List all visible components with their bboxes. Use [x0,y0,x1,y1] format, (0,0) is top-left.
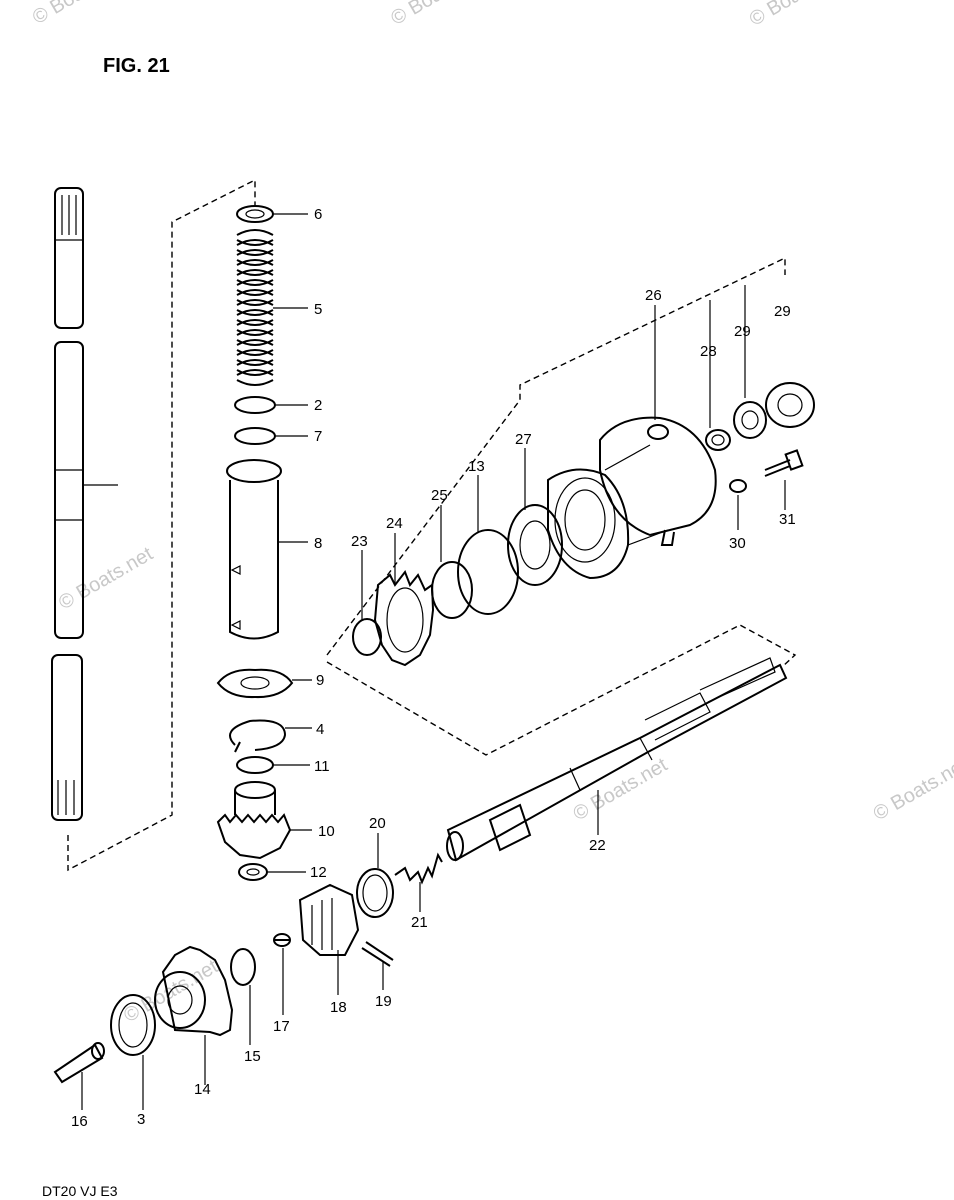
callout-8: 8 [314,535,322,552]
pin-17 [273,933,291,947]
assembly-bracket-upper [326,256,786,656]
callout-12: 12 [310,864,327,881]
watermark-text: © Boats.net [870,754,954,826]
bearing-housing-26 [547,416,717,580]
bolt-31 [764,449,804,477]
stack-leaders [267,213,312,873]
washer-6 [236,205,274,223]
callout-17: 17 [273,1018,290,1035]
callout-25: 25 [431,487,448,504]
callout-13: 13 [468,458,485,475]
figure-title: FIG. 21 [103,55,170,77]
spring-5 [236,229,274,386]
callout-15: 15 [244,1048,261,1065]
callout-23: 23 [351,533,368,550]
group-bracket [67,178,256,872]
callout-19: 19 [375,993,392,1010]
callout-30: 30 [729,535,746,552]
callout-20: 20 [369,815,386,832]
drive-shaft [51,187,84,821]
callout-21: 21 [411,914,428,931]
model-code: DT20 VJ E3 [42,1183,118,1199]
ring-20 [356,868,394,918]
callout-7: 7 [314,428,322,445]
callout-29: 29 [774,303,791,320]
shim-3 [110,994,156,1056]
callout-4: 4 [316,721,324,738]
watermark-text: © Boats.net [55,543,157,615]
pin-19 [361,941,394,967]
clutch-dog-18 [298,883,360,956]
ball-bearing-27 [507,504,563,586]
callout-31: 31 [779,511,796,528]
callout-14: 14 [194,1081,211,1098]
callout-27: 27 [515,431,532,448]
callout-labels: 6 5 2 7 8 9 4 11 10 12 26 28 29 29 27 13… [71,206,796,1130]
callout-5: 5 [314,301,322,318]
ring-7 [234,427,276,445]
upper-leaders [361,305,786,620]
watermark-text: © Boats.net [746,0,848,31]
propeller-shaft-22 [446,657,788,862]
nut-12 [238,863,268,881]
watermark-text: © Boats.net [387,0,489,30]
seal-28 [705,429,731,451]
sleeve-8 [226,459,282,640]
washer-30 [729,479,747,493]
callout-9: 9 [316,672,324,689]
pinion-gear-10 [216,781,292,860]
callout-2: 2 [314,397,322,414]
oil-seal-29b [765,382,815,428]
reverse-gear-14 [154,945,234,1037]
callout-6: 6 [314,206,322,223]
watermark-text: © Boats.net [29,0,131,29]
callout-26: 26 [645,287,662,304]
callout-29: 29 [734,323,751,340]
shim-23 [352,618,382,656]
spring-21 [394,852,443,885]
plate-9 [216,668,294,699]
assembly-bracket-lower [326,624,797,756]
washer-11 [236,756,274,774]
o-ring-13 [457,529,519,615]
washer-2 [234,396,276,414]
callout-10: 10 [318,823,335,840]
circlip-4 [229,719,287,753]
callout-24: 24 [386,515,403,532]
callout-28: 28 [700,343,717,360]
forward-gear-24 [373,569,435,667]
callout-11: 11 [314,758,330,775]
shim-15 [230,948,256,986]
callout-18: 18 [330,999,347,1016]
shim-25 [431,561,473,619]
callout-22: 22 [589,837,606,854]
callout-3: 3 [137,1111,145,1128]
oil-seal-29a [733,401,767,439]
plunger-16 [53,1042,105,1084]
callout-16: 16 [71,1113,88,1130]
